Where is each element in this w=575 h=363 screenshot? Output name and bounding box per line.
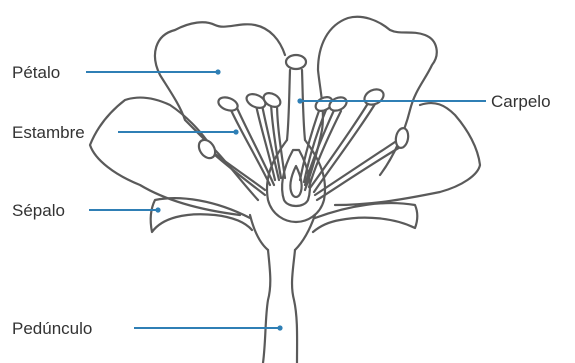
leader-sepal-dot — [155, 207, 160, 212]
label-petal-group: Pétalo — [12, 63, 221, 82]
flower-illustration — [90, 17, 480, 363]
label-sepal: Sépalo — [12, 201, 65, 220]
leader-petal-dot — [215, 69, 220, 74]
label-petal: Pétalo — [12, 63, 60, 82]
left-petal — [155, 22, 285, 200]
leader-carpel-dot — [297, 98, 302, 103]
label-stamen: Estambre — [12, 123, 85, 142]
label-sepal-group: Sépalo — [12, 201, 161, 220]
leader-peduncle-dot — [277, 325, 282, 330]
label-peduncle: Pedúnculo — [12, 319, 92, 338]
label-carpel: Carpelo — [491, 92, 551, 111]
right-sepal — [313, 203, 417, 232]
peduncle — [263, 250, 297, 363]
label-peduncle-group: Pedúnculo — [12, 319, 283, 338]
leader-stamen-dot — [233, 129, 238, 134]
